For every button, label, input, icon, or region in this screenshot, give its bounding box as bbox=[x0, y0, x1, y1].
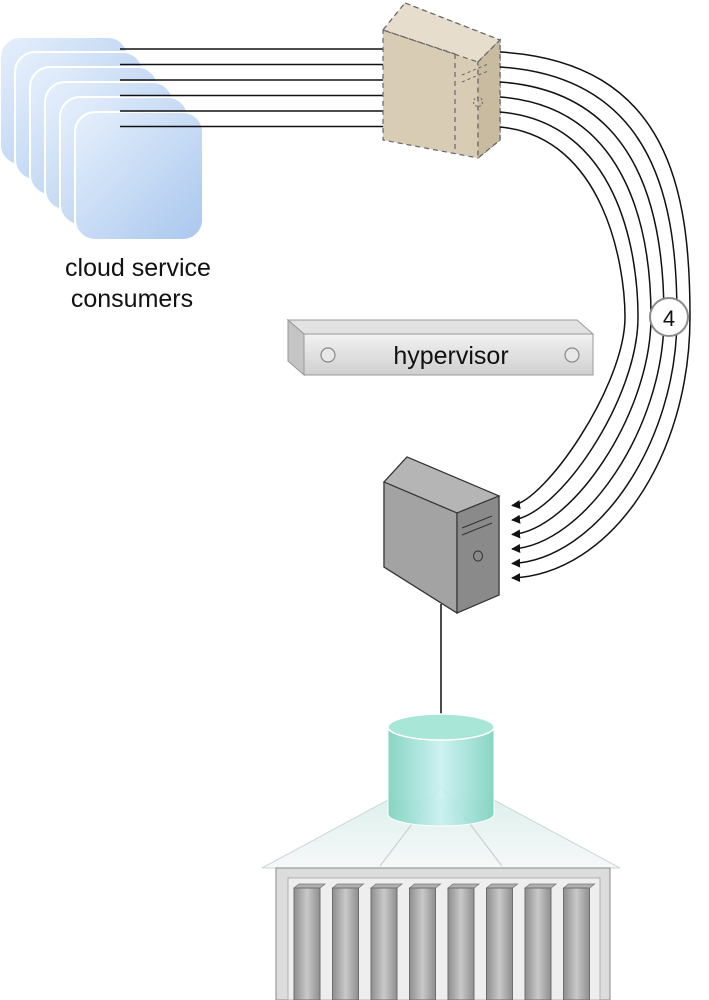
hypervisor-right-light-icon bbox=[564, 347, 580, 363]
drive-8 bbox=[563, 887, 590, 1000]
drive-7 bbox=[524, 887, 552, 1000]
drive-top-8 bbox=[562, 883, 596, 889]
curved-arrow-1 bbox=[499, 51, 691, 583]
curved-arrow-5 bbox=[499, 111, 639, 524]
drive-top-3 bbox=[369, 883, 404, 889]
drive-3 bbox=[370, 887, 398, 1000]
drive-top-5 bbox=[446, 883, 481, 889]
drive-1 bbox=[293, 887, 321, 1000]
drive-2 bbox=[332, 887, 359, 1000]
curved-arrow-4 bbox=[499, 96, 652, 539]
consumers-label-line2: consumers bbox=[71, 285, 193, 313]
drive-top-6 bbox=[485, 883, 519, 889]
cloud-service-consumers-stack bbox=[0, 36, 204, 241]
consumer-request-arrows bbox=[120, 44, 419, 131]
physical-server-icon bbox=[382, 456, 501, 615]
drive-5 bbox=[447, 887, 475, 1000]
drive-top-7 bbox=[523, 883, 558, 889]
drive-6 bbox=[486, 887, 513, 1000]
drive-top-1 bbox=[292, 883, 327, 889]
hypervisor-label: hypervisor bbox=[393, 342, 508, 370]
virtual-server-icon bbox=[381, 2, 502, 160]
drive-top-4 bbox=[408, 883, 442, 889]
drive-top-2 bbox=[331, 883, 365, 889]
storage-drive-array-icon bbox=[275, 867, 611, 1000]
virtual-to-physical-arrows bbox=[499, 51, 691, 583]
consumers-label-line1: cloud service bbox=[65, 254, 211, 282]
curved-arrow-6 bbox=[499, 126, 626, 509]
hypervisor-box: hypervisor bbox=[286, 318, 595, 377]
storage-cylinder-icon bbox=[387, 713, 495, 827]
consumer-card-6 bbox=[74, 111, 204, 241]
step-number: 4 bbox=[663, 306, 675, 331]
hypervisor-left-light-icon bbox=[320, 347, 336, 363]
curved-arrow-3 bbox=[499, 81, 665, 554]
drive-4 bbox=[409, 887, 436, 1000]
step-marker-4: 4 bbox=[649, 297, 689, 337]
